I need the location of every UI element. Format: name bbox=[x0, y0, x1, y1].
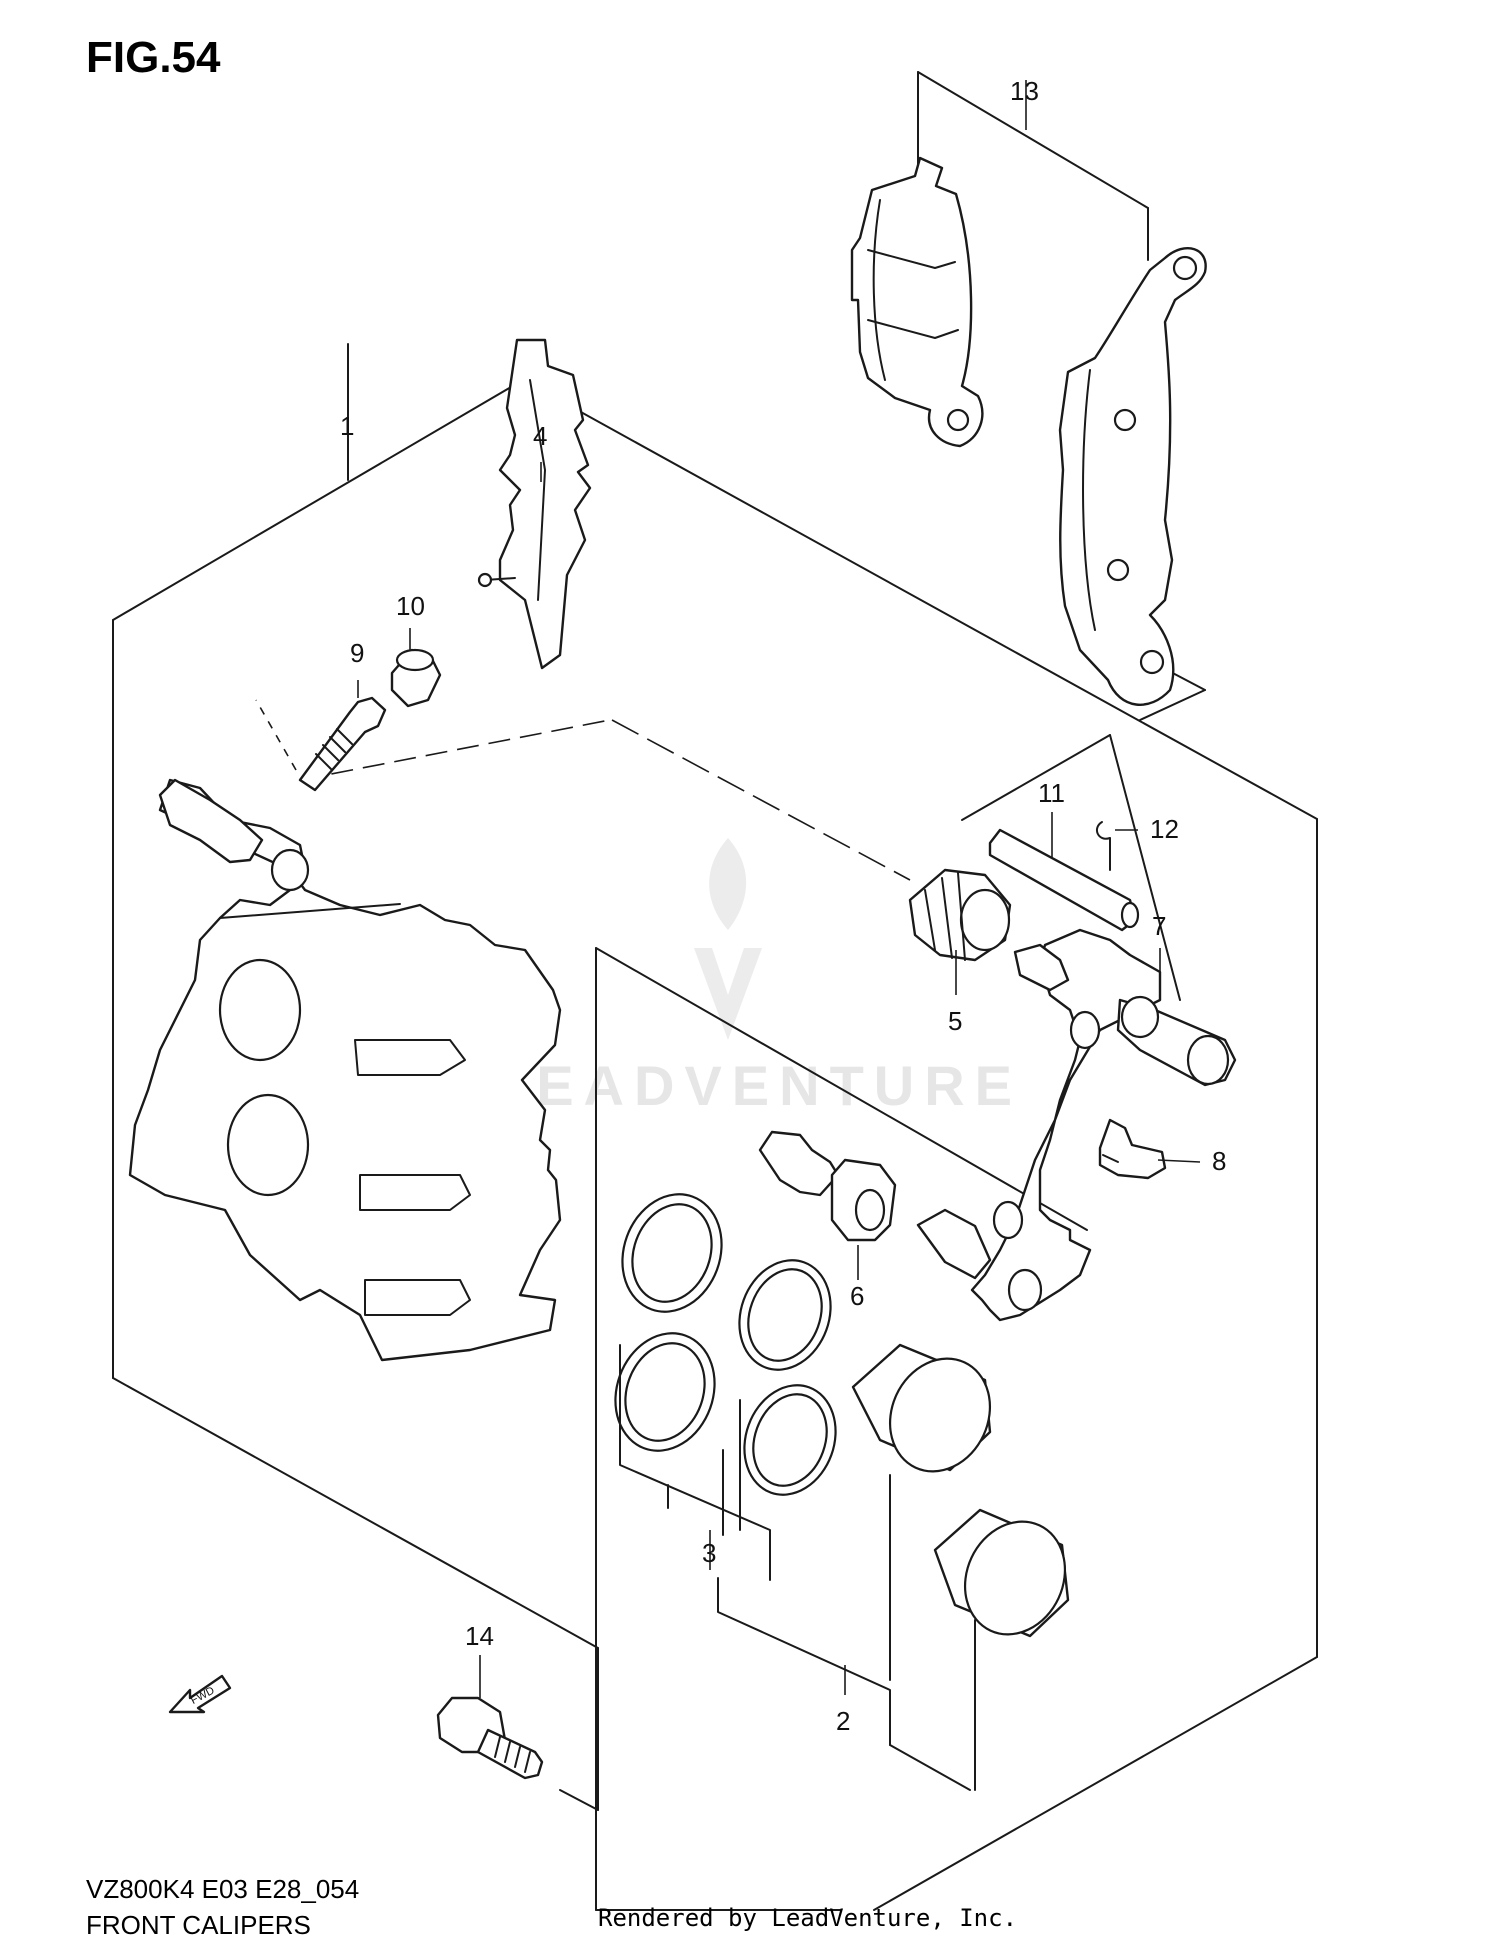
callout-13: 13 bbox=[1010, 76, 1039, 106]
bleeder-valve bbox=[298, 696, 387, 792]
callout-14: 14 bbox=[465, 1621, 494, 1651]
brake-pads bbox=[850, 156, 1207, 706]
boot-5 bbox=[908, 868, 1012, 962]
callout-6: 6 bbox=[850, 1281, 864, 1311]
callout-leaders bbox=[347, 80, 1201, 1698]
callout-1: 1 bbox=[340, 411, 354, 441]
callout-2: 2 bbox=[836, 1706, 850, 1736]
callout-5: 5 bbox=[948, 1006, 962, 1036]
axis-lines bbox=[255, 699, 911, 881]
callout-12: 12 bbox=[1150, 814, 1179, 844]
callout-3: 3 bbox=[702, 1538, 716, 1568]
leadventure-watermark: LEADVENTURE bbox=[492, 838, 1022, 1117]
guide-pin bbox=[758, 1130, 840, 1197]
callout-numbers: 1 2 3 4 5 6 7 8 9 10 11 12 13 14 bbox=[340, 76, 1226, 1736]
watermark-text: LEADVENTURE bbox=[492, 1054, 1022, 1117]
callout-4: 4 bbox=[533, 421, 547, 451]
section-name: FRONT CALIPERS bbox=[86, 1910, 311, 1940]
boot-6 bbox=[830, 1158, 897, 1242]
fwd-arrow-icon: FWD bbox=[168, 1674, 232, 1714]
pad-spring bbox=[477, 338, 592, 670]
assembly-frame bbox=[112, 71, 1318, 1911]
caliper-bracket bbox=[916, 928, 1237, 1322]
callout-10: 10 bbox=[396, 591, 425, 621]
model-code: VZ800K4 E03 E28_054 bbox=[86, 1874, 359, 1904]
pad-pin bbox=[988, 828, 1140, 932]
rendered-by: Rendered by LeadVenture, Inc. bbox=[598, 1904, 1017, 1932]
pad-retainer bbox=[1098, 1118, 1167, 1180]
callout-9: 9 bbox=[350, 638, 364, 668]
callout-8: 8 bbox=[1212, 1146, 1226, 1176]
figure-title: FIG.54 bbox=[86, 33, 221, 82]
seal-set bbox=[614, 1193, 837, 1581]
piston-set bbox=[717, 1343, 1070, 1791]
callout-7: 7 bbox=[1152, 911, 1166, 941]
callout-11: 11 bbox=[1038, 778, 1065, 808]
mounting-bolt bbox=[436, 1696, 544, 1780]
clip bbox=[1095, 821, 1111, 871]
caliper-body bbox=[128, 778, 562, 1362]
bleeder-cap bbox=[390, 648, 442, 708]
